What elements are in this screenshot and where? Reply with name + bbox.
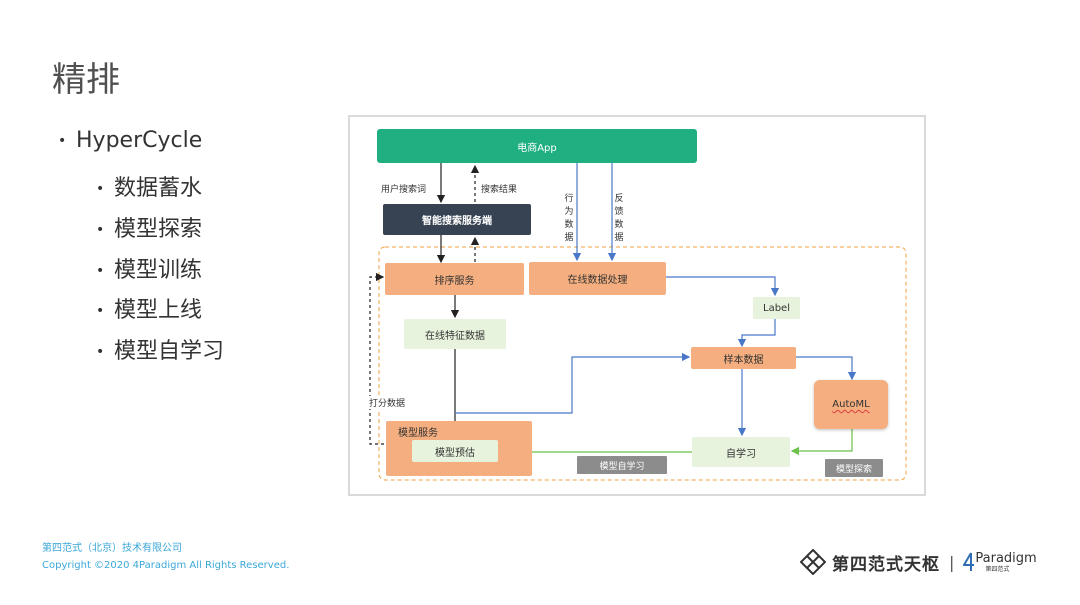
edge-processing-to-label bbox=[666, 276, 780, 297]
edge-label-user-query: 用户搜索词 bbox=[381, 185, 427, 195]
node-label: 智能搜索服务端 bbox=[422, 216, 492, 227]
node-label: 在线特征数据 bbox=[425, 330, 485, 342]
logo-4-mark-icon bbox=[963, 552, 975, 571]
node-online-processing: 在线数据处理 bbox=[529, 262, 666, 295]
tag-model-exploration: 模型探索 bbox=[825, 459, 883, 477]
node-label: 电商App bbox=[517, 142, 557, 154]
logo-separator: | bbox=[949, 552, 955, 572]
node-label: 在线数据处理 bbox=[567, 275, 628, 286]
footer-company: 第四范式（北京）技术有限公司 bbox=[42, 543, 182, 554]
edge-sample-to-automl bbox=[796, 356, 857, 381]
vlbl-char: 数 bbox=[564, 220, 574, 230]
node-online-features: 在线特征数据 bbox=[404, 319, 506, 349]
node-label: Label bbox=[763, 302, 790, 314]
logo-cn-text: 第四范式天枢 bbox=[832, 554, 940, 575]
bullet-sub-label: 模型上线 bbox=[114, 298, 203, 323]
logo-en-subtext: 第四范式 bbox=[985, 565, 1010, 573]
slide-title: 精排 bbox=[52, 60, 120, 100]
bullet-sub-2: • 模型探索 bbox=[96, 211, 202, 243]
node-ecommerce-app: 电商App bbox=[377, 129, 697, 163]
bullet-dot: • bbox=[96, 344, 105, 360]
vlbl-char: 反 bbox=[614, 194, 624, 204]
vlbl-char: 据 bbox=[614, 233, 624, 243]
bullet-sub-3: • 模型训练 bbox=[96, 252, 202, 284]
vlbl-char: 数 bbox=[614, 220, 624, 230]
node-ranking-service: 排序服务 bbox=[385, 263, 524, 295]
edge-label-score-data: 打分数据 bbox=[369, 396, 406, 409]
vlbl-char: 行 bbox=[564, 194, 574, 204]
edge-label-search-results: 搜索结果 bbox=[481, 185, 518, 195]
bullet-sub-label: 模型自学习 bbox=[114, 339, 225, 364]
bullet-sub-label: 模型训练 bbox=[114, 258, 203, 283]
edge-label-to-sample bbox=[737, 319, 776, 348]
footer: 第四范式（北京）技术有限公司 Copyright ©2020 4Paradigm… bbox=[42, 540, 289, 574]
node-label: AutoML bbox=[832, 399, 870, 410]
brand-logo: 第四范式天枢 | Paradigm 第四范式 bbox=[800, 548, 1037, 576]
bullet-main-label: HyperCycle bbox=[76, 128, 203, 153]
bullet-sub-label: 模型探索 bbox=[114, 217, 203, 242]
edge-predict-to-sample bbox=[455, 352, 691, 414]
bullet-sub-5: • 模型自学习 bbox=[96, 333, 224, 365]
vlbl-char: 为 bbox=[564, 207, 574, 217]
node-model-predict: 模型预估 bbox=[412, 440, 498, 462]
node-label: 样本数据 bbox=[723, 354, 764, 366]
node-sample-data: 样本数据 bbox=[691, 347, 796, 369]
footer-copyright: Copyright ©2020 4Paradigm All Rights Res… bbox=[42, 560, 290, 571]
bullet-sub-1: • 数据蓄水 bbox=[96, 170, 202, 202]
tag-label: 模型自学习 bbox=[599, 461, 645, 472]
diagram-connectors bbox=[369, 163, 907, 481]
bullet-dot: • bbox=[96, 181, 105, 197]
bullet-dot: • bbox=[96, 222, 105, 238]
bullet-sub-4: • 模型上线 bbox=[96, 292, 202, 324]
vlbl-char: 馈 bbox=[614, 207, 624, 217]
node-label: 自学习 bbox=[726, 448, 756, 460]
bullet-dot: • bbox=[58, 133, 67, 149]
node-label: 模型预估 bbox=[435, 447, 475, 459]
node-self-learning: 自学习 bbox=[692, 437, 790, 467]
edge-automl-to-selflearn bbox=[790, 429, 853, 456]
edge-label-behavior-data: 行 为 数 据 bbox=[564, 193, 574, 245]
bullet-main: • HyperCycle bbox=[58, 128, 202, 153]
node-label: 排序服务 bbox=[434, 275, 475, 287]
edge-label-feedback-data: 反 馈 数 据 bbox=[614, 193, 624, 245]
logo-en-block: Paradigm 第四范式 bbox=[975, 550, 1037, 573]
vlbl-char: 据 bbox=[564, 233, 574, 243]
edge-model-to-ranking bbox=[369, 272, 385, 445]
bullet-dot: • bbox=[96, 263, 105, 279]
tag-label: 模型探索 bbox=[835, 464, 872, 475]
tag-model-self-learning: 模型自学习 bbox=[577, 456, 667, 474]
node-label-box: Label bbox=[753, 297, 800, 319]
node-search-service: 智能搜索服务端 bbox=[383, 204, 531, 235]
online-zone-box bbox=[378, 246, 907, 481]
logo-en-text: Paradigm bbox=[975, 550, 1037, 566]
architecture-diagram: 电商App 智能搜索服务端 排序服务 在线数据处理 Label 在线特征数据 样… bbox=[348, 115, 926, 496]
bullet-sub-label: 数据蓄水 bbox=[114, 176, 203, 201]
node-automl: AutoML bbox=[814, 380, 888, 429]
logo-mark-icon bbox=[800, 549, 826, 575]
bullet-dot: • bbox=[96, 303, 105, 319]
node-label: 模型服务 bbox=[398, 428, 438, 439]
